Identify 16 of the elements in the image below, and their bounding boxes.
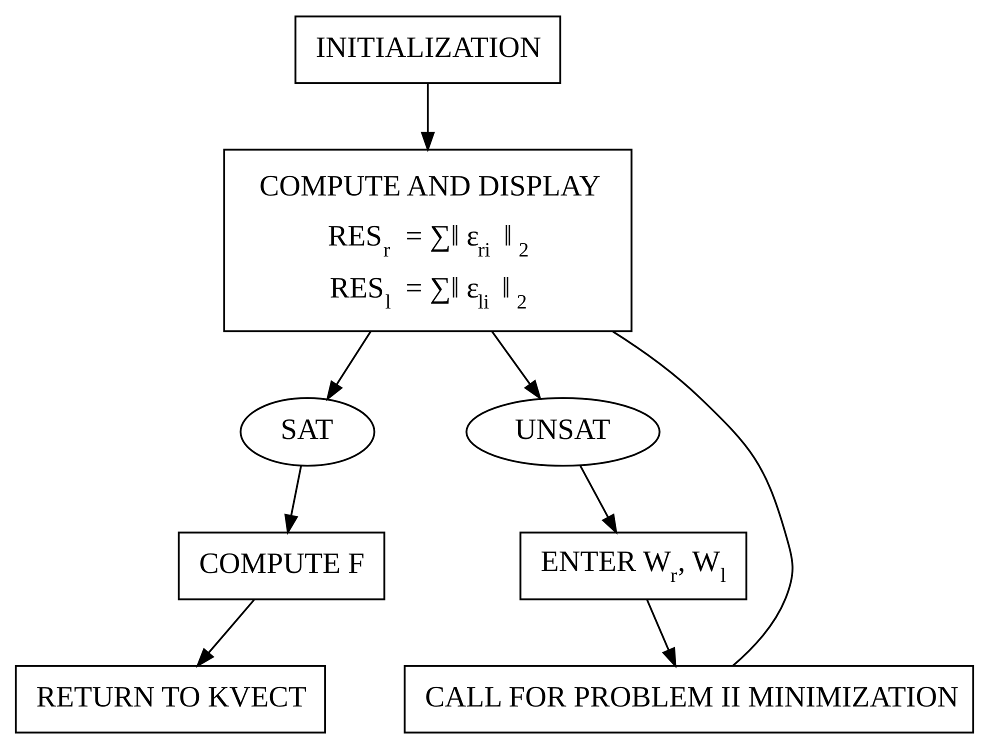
node-box: ENTER W$_{r}$, W$_{l}$ — [520, 531, 748, 600]
connector — [612, 330, 794, 666]
node-box: INITIALIZATION — [294, 14, 562, 84]
arrow — [326, 330, 372, 401]
node-box: COMPUTE AND DISPLAY RES$_{r}$ = ∑‖ ε$_{ri}$ ‖ $_{2}$ RES$_{l}$ = ∑‖ ε$_{li}$ ‖ $_{2}$ — [223, 148, 632, 332]
arrow — [580, 465, 618, 534]
arrow — [420, 82, 435, 152]
arrow — [196, 598, 255, 668]
arrow — [646, 598, 676, 668]
node-box: CALL FOR PROBLEM II MINIMIZATION — [404, 664, 974, 734]
node-ellipse: SAT — [240, 396, 376, 466]
arrow — [491, 330, 542, 400]
arrow — [284, 465, 302, 534]
node-box: COMPUTE F — [178, 531, 386, 600]
node-box: RETURN TO KVECT — [14, 664, 326, 734]
node-ellipse: UNSAT — [466, 396, 660, 466]
